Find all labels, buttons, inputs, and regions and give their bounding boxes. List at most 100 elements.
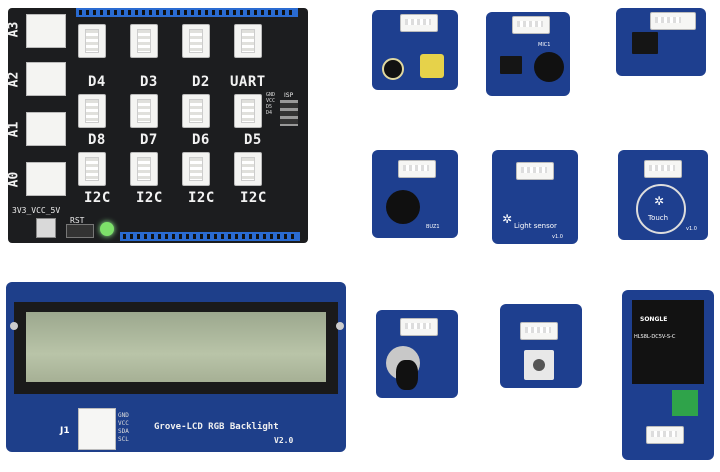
relay-body [632, 300, 704, 384]
module-connector [646, 426, 684, 444]
relay-brand: SONGLE [640, 316, 668, 323]
lcd-screen [26, 312, 326, 382]
port-label-d7: D7 [140, 132, 158, 148]
port-label-i2c: I2C [188, 190, 215, 206]
module-potentiometer-small [372, 10, 458, 90]
port-label-i2c: I2C [84, 190, 111, 206]
buzzer-label: BUZ1 [426, 224, 440, 230]
touch-label: Touch [648, 214, 669, 222]
touch-version: v1.0 [686, 226, 697, 232]
touch-pad [636, 184, 686, 234]
module-connector [512, 16, 550, 34]
port-label-d3: D3 [140, 74, 158, 90]
module-connector [400, 318, 438, 336]
microphone [534, 52, 564, 82]
grove-connector-analog [26, 62, 66, 96]
grove-connector [182, 152, 210, 186]
pin-label: D4 [266, 110, 273, 116]
pin-label: GND [266, 92, 276, 98]
reset-button [66, 224, 94, 238]
module-rotary-angle [376, 310, 458, 398]
pin-label: VCC [266, 98, 276, 104]
module-grove-misc [616, 8, 706, 76]
port-label-a0: A0 [6, 171, 22, 188]
module-connector [398, 160, 436, 178]
module-button [500, 304, 582, 388]
grove-connector-analog [26, 14, 66, 48]
touch-icon: ✲ [654, 194, 665, 208]
pin-label: SCL [118, 436, 129, 443]
module-connector [650, 12, 696, 30]
reset-label: RST [70, 216, 85, 225]
port-label-a1: A1 [6, 121, 22, 138]
grove-connector [130, 24, 158, 58]
grove-connector [182, 24, 210, 58]
mic-label: MIC1 [538, 42, 551, 48]
power-switch-label: 3V3_VCC_5V [12, 206, 61, 215]
top-header [76, 8, 298, 17]
module-connector [400, 14, 438, 32]
lcd-title: Grove-LCD RGB Backlight [154, 422, 279, 432]
lcd-bezel [14, 302, 338, 394]
port-label-d8: D8 [88, 132, 106, 148]
lcd-port-label: J1 [60, 426, 70, 436]
yellow-trimmer [420, 54, 444, 78]
relay-model: HLS8L-DC5V-S-C [634, 334, 676, 340]
module-sound-sensor: MIC1 [486, 12, 570, 96]
grove-connector [130, 94, 158, 128]
grove-connector-analog [26, 112, 66, 146]
grove-connector-analog [26, 162, 66, 196]
grove-connector [182, 94, 210, 128]
light-icon: ✲ [502, 212, 513, 226]
module-connector [644, 160, 682, 178]
port-label-uart: UART [230, 74, 266, 90]
power-led [100, 222, 114, 236]
pin-label: SDA [118, 428, 129, 435]
port-label-d2: D2 [192, 74, 210, 90]
port-label-i2c: I2C [240, 190, 267, 206]
pin-labels: GND VCC D5 D4 [266, 92, 275, 116]
component-round [382, 58, 404, 80]
terminal-block [672, 390, 698, 416]
grove-connector [234, 152, 262, 186]
mount-hole [336, 322, 344, 330]
port-label-a3: A3 [6, 21, 22, 38]
port-label-i2c: I2C [136, 190, 163, 206]
power-switch [36, 218, 56, 238]
grove-connector [78, 24, 106, 58]
light-sensor-version: v1.0 [552, 234, 563, 240]
lcd-grove-connector [78, 408, 116, 450]
lcd-pin-labels: GND VCC SDA SCL [118, 412, 129, 444]
module-relay: SONGLE HLS8L-DC5V-S-C [622, 290, 714, 460]
grove-connector [130, 152, 158, 186]
grove-connector [234, 24, 262, 58]
chip [632, 32, 658, 54]
pin-label: GND [118, 412, 129, 419]
light-sensor-label: Light sensor [514, 222, 557, 230]
port-label-d5: D5 [244, 132, 262, 148]
module-connector [520, 322, 558, 340]
pin-label: VCC [118, 420, 129, 427]
isp-label: ISP [284, 92, 294, 99]
rotary-knob [396, 360, 418, 390]
grove-connector [78, 152, 106, 186]
port-label-d4: D4 [88, 74, 106, 90]
grove-lcd-board: J1 GND VCC SDA SCL Grove-LCD RGB Backlig… [6, 282, 346, 452]
module-light-sensor: ✲ Light sensor v1.0 [492, 150, 578, 244]
port-label-d6: D6 [192, 132, 210, 148]
lcd-version: V2.0 [274, 436, 294, 445]
bottom-header [120, 232, 300, 241]
base-shield-board: D4 D3 D2 UART D8 D7 D6 D5 I2C I2C I2C I2… [6, 8, 308, 243]
grove-connector [78, 94, 106, 128]
buzzer [386, 190, 420, 224]
push-button-cap [533, 359, 545, 371]
module-buzzer: BUZ1 [372, 150, 458, 238]
module-connector [516, 162, 554, 180]
grove-connector [234, 94, 262, 128]
pin-label: D5 [266, 104, 273, 110]
isp-header [280, 100, 298, 126]
port-label-a2: A2 [6, 71, 22, 88]
chip [500, 56, 522, 74]
mount-hole [10, 322, 18, 330]
module-touch-sensor: ✲ Touch v1.0 [618, 150, 708, 240]
